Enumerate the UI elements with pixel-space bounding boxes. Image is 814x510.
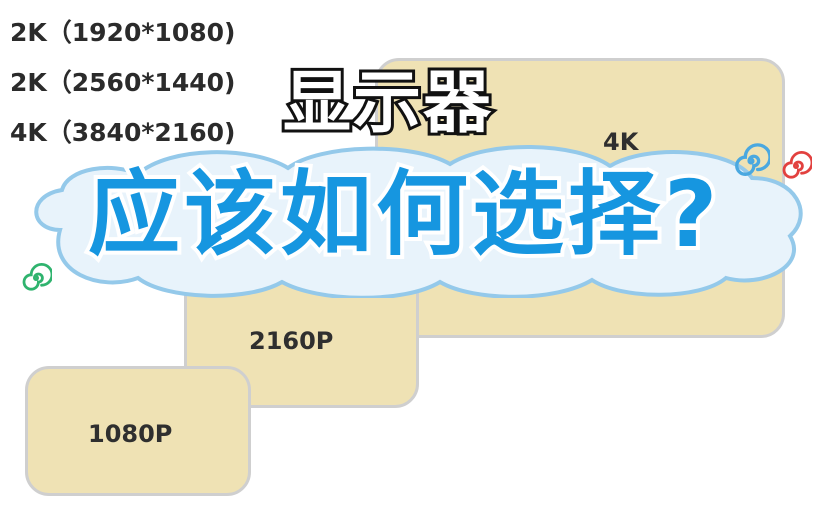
swirl-icon-red bbox=[782, 151, 812, 179]
resolution-item-2k-1080: 2K（1920*1080) bbox=[10, 18, 236, 47]
box-label-4k: 4K bbox=[603, 128, 639, 156]
resolution-item-4k-2160: 4K（3840*2160) bbox=[10, 118, 236, 147]
box-1080p bbox=[25, 366, 251, 496]
resolution-list: 2K（1920*1080) 2K（2560*1440) 4K（3840*2160… bbox=[10, 8, 280, 158]
swirl-icon-green bbox=[22, 263, 52, 291]
box-label-1080p: 1080P bbox=[88, 420, 173, 448]
cloud-banner bbox=[34, 145, 803, 298]
swirl-icon-blue bbox=[735, 143, 770, 176]
title-question: 应该如何选择? bbox=[84, 157, 722, 272]
title-monitor: 显示器 bbox=[280, 61, 494, 146]
resolution-item-2k-1440: 2K（2560*1440) bbox=[10, 68, 236, 97]
box-label-2160p: 2160P bbox=[249, 327, 334, 355]
cloud-shape bbox=[34, 145, 803, 298]
